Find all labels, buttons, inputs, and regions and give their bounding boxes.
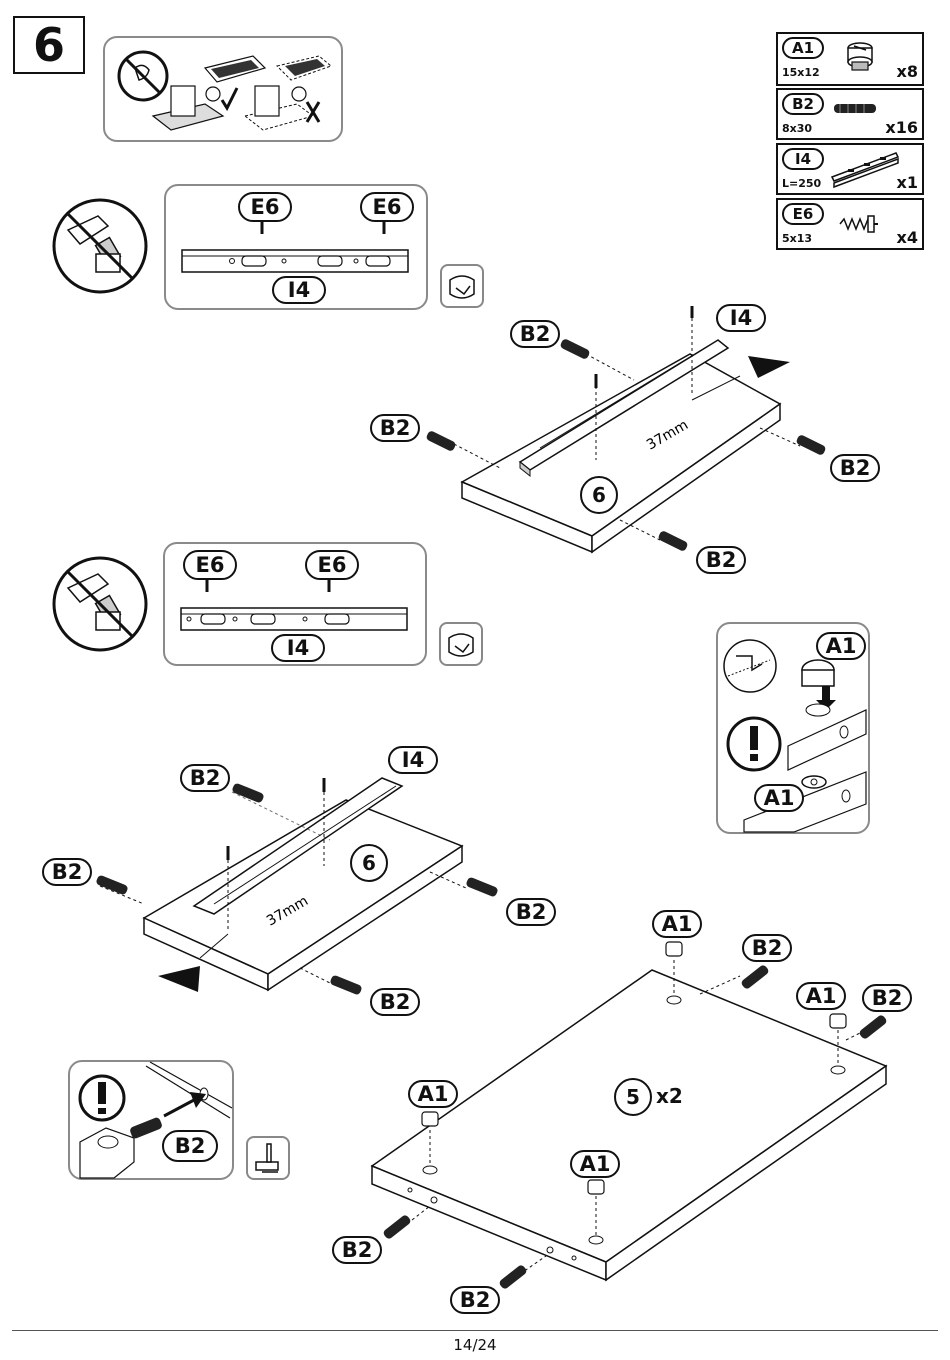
panel-number-6: 6 — [350, 844, 388, 882]
part-label-b2: B2 — [830, 454, 880, 482]
part-label-a1: A1 — [652, 910, 702, 938]
part-label-b2: B2 — [180, 764, 230, 792]
panel-5-quantity: x2 — [656, 1084, 683, 1108]
footer-rule — [12, 1330, 938, 1331]
part-label-b2: B2 — [332, 1236, 382, 1264]
cam-lock-warning-panel: A1 A1 — [716, 622, 870, 834]
part-label-b2: B2 — [42, 858, 92, 886]
part-label-b2: B2 — [862, 984, 912, 1012]
panel-6-top-drawing: 37mm — [425, 306, 826, 552]
part-label-b2: B2 — [506, 898, 556, 926]
part-label-a1: A1 — [816, 632, 866, 660]
dowel-warning-panel: B2 — [68, 1060, 234, 1180]
part-label-b2: B2 — [162, 1130, 218, 1162]
part-label-b2: B2 — [742, 934, 792, 962]
panel-number-5: 5 — [614, 1078, 652, 1116]
part-label-a1: A1 — [408, 1080, 458, 1108]
part-label-i4: I4 — [716, 304, 766, 332]
part-label-b2: B2 — [450, 1286, 500, 1314]
part-label-b2: B2 — [370, 414, 420, 442]
part-label-b2: B2 — [510, 320, 560, 348]
part-label-a1: A1 — [570, 1150, 620, 1178]
part-label-b2: B2 — [370, 988, 420, 1016]
hammer-icon — [248, 1138, 288, 1178]
page-number: 14/24 — [0, 1336, 950, 1354]
part-label-a1: A1 — [796, 982, 846, 1010]
part-label-b2: B2 — [696, 546, 746, 574]
hammer-hint — [246, 1136, 290, 1180]
panel-6-bottom-drawing: 37mm — [95, 778, 498, 996]
part-label-i4: I4 — [388, 746, 438, 774]
part-label-a1: A1 — [754, 784, 804, 812]
panel-number-6: 6 — [580, 476, 618, 514]
